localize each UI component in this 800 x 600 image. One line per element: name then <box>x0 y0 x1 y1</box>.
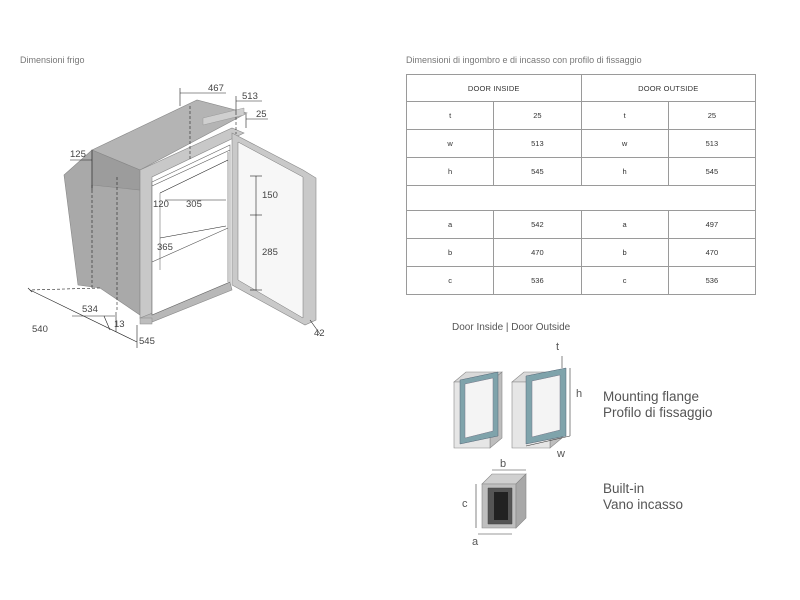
letter-b: b <box>500 458 507 470</box>
dim-513: 513 <box>242 91 258 102</box>
fridge-dimensions-caption: Dimensioni frigo <box>20 55 85 65</box>
fridge-flange-top <box>202 107 245 126</box>
cell-value: 25 <box>493 101 582 130</box>
built-in-diagram <box>475 469 527 535</box>
cell-key: a <box>405 210 495 239</box>
mounting-flange-it: Profilo di fissaggio <box>603 405 713 420</box>
header-door-outside: DOOR OUTSIDE <box>580 74 756 102</box>
dim-545: 545 <box>139 336 155 347</box>
dim-13: 13 <box>114 319 125 330</box>
dim-125: 125 <box>70 149 86 160</box>
cell-value: 513 <box>667 129 757 158</box>
dim-467: 467 <box>208 83 224 94</box>
cell-key: h <box>405 157 495 186</box>
cell-value: 545 <box>493 157 582 186</box>
letter-w: w <box>557 448 565 460</box>
built-in-label: Built-in Vano incasso <box>603 481 683 513</box>
door-outside-diagram <box>511 356 571 449</box>
door-inside-diagram <box>453 371 503 449</box>
cell-key: h <box>580 157 669 186</box>
cell-value: 536 <box>493 266 582 295</box>
cell-value: 545 <box>667 157 757 186</box>
spacer-cell <box>406 185 756 211</box>
dim-25: 25 <box>256 109 267 120</box>
cell-key: t <box>405 101 495 130</box>
cell-value: 497 <box>667 210 757 239</box>
table-header-row: DOOR INSIDE DOOR OUTSIDE <box>406 74 756 102</box>
cell-key: c <box>580 266 669 295</box>
cell-value: 542 <box>493 210 582 239</box>
cell-value: 536 <box>667 266 757 295</box>
letter-t: t <box>556 341 560 353</box>
cell-key: t <box>580 101 669 130</box>
cell-key: w <box>580 129 669 158</box>
header-door-inside: DOOR INSIDE <box>406 74 582 102</box>
table-spacer-row <box>406 185 756 211</box>
cell-key: b <box>405 238 495 267</box>
built-in-it: Vano incasso <box>603 497 684 512</box>
dim-365: 365 <box>157 242 173 253</box>
letter-c: c <box>462 498 468 510</box>
cell-value: 513 <box>493 129 582 158</box>
table-row: c 536 c 536 <box>405 266 757 295</box>
table-row: b 470 b 470 <box>405 238 757 267</box>
cell-key: b <box>580 238 669 267</box>
cell-key: a <box>580 210 669 239</box>
dim-285: 285 <box>262 247 278 258</box>
built-in-en: Built-in <box>603 481 645 496</box>
cell-value: 470 <box>493 238 582 267</box>
legend-diagrams <box>453 356 571 535</box>
letter-a: a <box>472 536 479 548</box>
table-caption: Dimensioni di ingombro e di incasso con … <box>406 55 642 65</box>
dim-305: 305 <box>186 199 202 210</box>
legend-header: Door Inside | Door Outside <box>452 322 571 333</box>
cell-value: 25 <box>667 101 757 130</box>
fridge-door-panel <box>237 141 304 319</box>
dim-120: 120 <box>153 199 169 210</box>
dim-540: 540 <box>32 324 48 335</box>
dim-534: 534 <box>82 304 98 315</box>
dim-42: 42 <box>314 328 325 339</box>
mounting-flange-en: Mounting flange <box>603 389 700 404</box>
cell-key: c <box>405 266 495 295</box>
table-row: w 513 w 513 <box>405 129 757 158</box>
mounting-flange-label: Mounting flange Profilo di fissaggio <box>603 389 713 421</box>
table-row: a 542 a 497 <box>405 210 757 239</box>
table-row: t 25 t 25 <box>405 101 757 130</box>
dim-150: 150 <box>262 190 278 201</box>
letter-h: h <box>576 388 583 400</box>
dimensions-table: DOOR INSIDE DOOR OUTSIDE t 25 t 25 w 513… <box>405 74 757 295</box>
cell-key: w <box>405 129 495 158</box>
table-row: h 545 h 545 <box>405 157 757 186</box>
cell-value: 470 <box>667 238 757 267</box>
